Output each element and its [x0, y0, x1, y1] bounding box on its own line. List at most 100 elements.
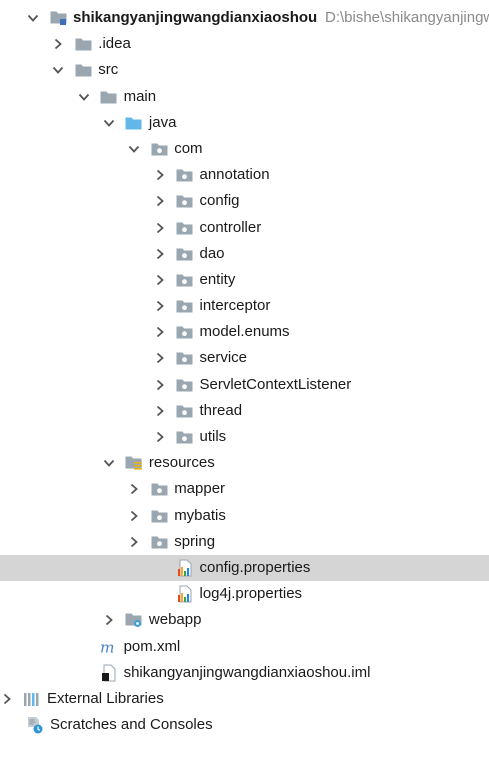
tree-row[interactable]: thread	[0, 398, 489, 424]
package-icon	[176, 372, 194, 398]
package-icon	[176, 267, 194, 293]
tree-row[interactable]: main	[0, 84, 489, 110]
tree-row[interactable]: resources	[0, 450, 489, 476]
properties-file-icon	[176, 555, 194, 581]
tree-item-label: config.properties	[199, 558, 311, 576]
tree-row[interactable]: mybatis	[0, 503, 489, 529]
tree-row[interactable]: controller	[0, 215, 489, 241]
tree-row[interactable]: entity	[0, 267, 489, 293]
package-icon	[150, 476, 168, 502]
tree-item-label: shikangyanjingwangdianxiaoshou.iml	[123, 663, 371, 681]
package-icon	[176, 345, 194, 371]
tree-row[interactable]: annotation	[0, 162, 489, 188]
module-folder-icon	[49, 5, 67, 31]
tree-row[interactable]: ServletContextListener	[0, 372, 489, 398]
source-folder-icon	[125, 110, 143, 136]
tree-row[interactable]: m pom.xml	[0, 634, 489, 660]
tree-row[interactable]: mapper	[0, 476, 489, 502]
tree-item-label: utils	[199, 428, 227, 445]
chevron-right-icon[interactable]	[153, 215, 167, 241]
tree-item-label: webapp	[148, 611, 202, 629]
tree-item-label: annotation	[199, 166, 270, 184]
tree-item-label: ServletContextListener	[199, 375, 352, 393]
tree-row[interactable]: config.properties	[0, 554, 489, 582]
module-path: D:\bishe\shikangyanjingwangdianxiaoshou	[325, 9, 489, 26]
tree-item-label: resources	[148, 454, 215, 472]
tree-row[interactable]: spring	[0, 529, 489, 555]
tree-row[interactable]: java	[0, 110, 489, 136]
web-folder-icon	[125, 607, 143, 633]
tree-item-label: config	[199, 192, 240, 210]
tree-row[interactable]: shikangyanjingwangdianxiaoshou.iml	[0, 660, 489, 686]
tree-row[interactable]: utils	[0, 424, 489, 450]
chevron-right-icon[interactable]	[153, 398, 167, 424]
chevron-right-icon[interactable]	[153, 162, 167, 188]
tree-row[interactable]: config	[0, 188, 489, 214]
chevron-right-icon[interactable]	[153, 345, 167, 371]
package-icon	[150, 529, 168, 555]
package-icon	[176, 215, 194, 241]
chevron-right-icon[interactable]	[153, 424, 167, 450]
tree-item-label: entity	[199, 270, 236, 288]
chevron-right-icon[interactable]	[127, 529, 141, 555]
iml-file-icon	[100, 660, 118, 686]
chevron-down-icon[interactable]	[51, 57, 65, 83]
tree-item-label: controller	[199, 218, 262, 236]
package-icon	[176, 319, 194, 345]
tree-item-label: Scratches and Consoles	[50, 716, 213, 734]
tree-item-label: mybatis	[174, 506, 226, 524]
resources-folder-icon	[125, 450, 143, 476]
tree-item-label: interceptor	[199, 297, 271, 315]
chevron-right-icon[interactable]	[127, 476, 141, 502]
package-icon	[176, 293, 194, 319]
tree-row[interactable]: dao	[0, 241, 489, 267]
tree-item-label: shikangyanjingwangdianxiaoshou	[73, 9, 318, 26]
chevron-right-icon[interactable]	[51, 31, 65, 57]
package-icon	[176, 162, 194, 188]
tree-row[interactable]: model.enums	[0, 319, 489, 345]
chevron-down-icon[interactable]	[102, 450, 116, 476]
tree-item-label: main	[123, 87, 157, 105]
tree-row[interactable]: .idea	[0, 31, 489, 57]
chevron-right-icon[interactable]	[102, 607, 116, 633]
tree-item-label: thread	[199, 401, 243, 419]
tree-row[interactable]: Scratches and Consoles	[0, 712, 489, 738]
scratches-icon	[26, 712, 44, 738]
chevron-down-icon[interactable]	[26, 5, 40, 31]
svg-text:m: m	[100, 639, 115, 655]
chevron-right-icon[interactable]	[153, 267, 167, 293]
tree-row[interactable]: webapp	[0, 607, 489, 633]
package-icon	[150, 136, 168, 162]
chevron-right-icon[interactable]	[0, 686, 14, 712]
libraries-icon	[23, 686, 41, 712]
maven-icon: m	[100, 634, 118, 660]
chevron-right-icon[interactable]	[153, 241, 167, 267]
properties-file-icon	[176, 581, 194, 607]
chevron-down-icon[interactable]	[102, 110, 116, 136]
tree-row[interactable]: interceptor	[0, 293, 489, 319]
tree-row[interactable]: service	[0, 345, 489, 371]
tree-item-label: dao	[199, 244, 225, 262]
chevron-down-icon[interactable]	[127, 136, 141, 162]
tree-row[interactable]: com	[0, 136, 489, 162]
tree-row[interactable]: src	[0, 57, 489, 83]
tree-row[interactable]: External Libraries	[0, 686, 489, 712]
tree-item-label: service	[199, 349, 248, 367]
chevron-right-icon[interactable]	[153, 319, 167, 345]
chevron-right-icon[interactable]	[127, 503, 141, 529]
chevron-right-icon[interactable]	[153, 188, 167, 214]
chevron-down-icon[interactable]	[77, 84, 91, 110]
tree-item-label: pom.xml	[123, 637, 181, 655]
package-icon	[176, 398, 194, 424]
chevron-right-icon[interactable]	[153, 372, 167, 398]
tree-item-label: .idea	[98, 35, 131, 53]
chevron-right-icon[interactable]	[153, 293, 167, 319]
tree-row[interactable]: log4j.properties	[0, 581, 489, 607]
tree-item-label: com	[174, 139, 203, 157]
tree-item-label: java	[148, 113, 177, 131]
tree-row[interactable]: shikangyanjingwangdianxiaoshou D:\bishe\s…	[0, 5, 489, 31]
tree-item-label: model.enums	[199, 323, 290, 341]
tree-item-label: mapper	[174, 480, 226, 498]
folder-icon	[74, 57, 92, 83]
tree-item-label: src	[98, 61, 119, 79]
